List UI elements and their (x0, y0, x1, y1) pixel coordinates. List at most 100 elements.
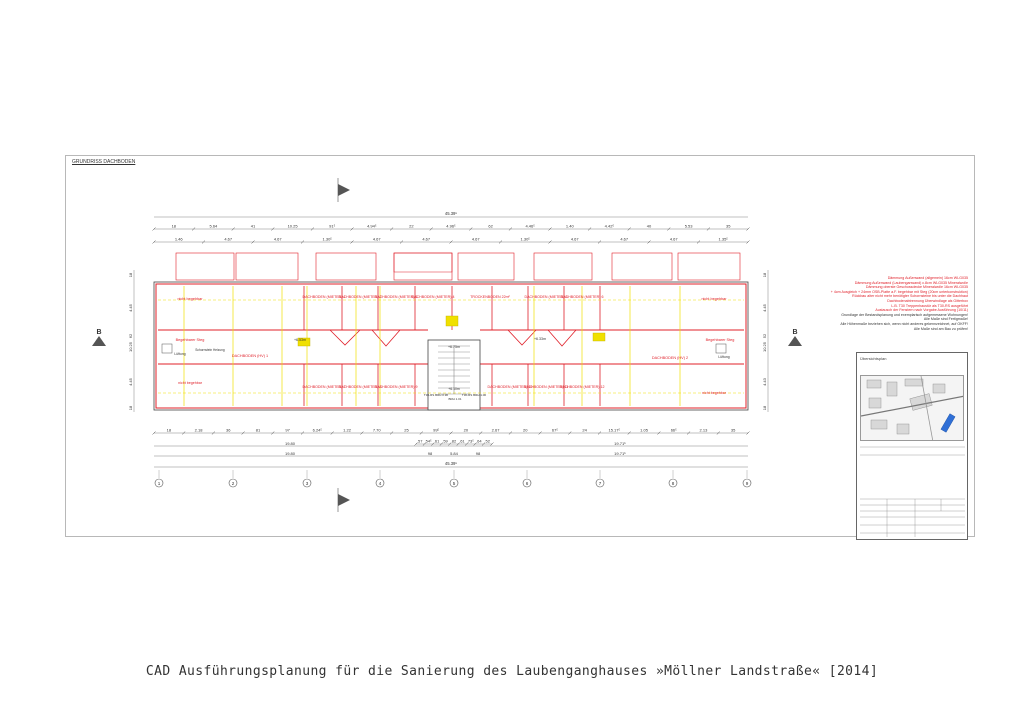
dimension-label: 4.67 (670, 237, 679, 242)
dimension-label: 1.22 (343, 428, 352, 433)
room-label: DACHBODEN (MIETER) 5 (525, 295, 568, 299)
dimension-label: 99⁵ (433, 428, 439, 433)
room-label: nicht begehbar (177, 297, 203, 301)
corridor-label: Begehbarer Steg (706, 338, 735, 342)
legend-note: Alle Höhenmaße beziehen sich, wenn nicht… (840, 321, 968, 326)
dimension-label: 4.46⁵ (525, 224, 535, 229)
dimension-label: 1.30⁵ (521, 237, 531, 242)
axis-bubble (302, 478, 312, 488)
dimension-label: 15.17⁵ (609, 428, 621, 433)
dimension-label: 40 (647, 224, 652, 229)
dimension-label: 24 (582, 428, 587, 433)
dimension-tick (627, 431, 631, 435)
room-label: DACHBODEN (MIETER) 8 (339, 385, 382, 389)
dimension-tick (439, 442, 444, 446)
room-label: DACHBODEN (MIETER) 6 (561, 295, 604, 299)
dimension-tick (508, 431, 513, 435)
location-map (860, 375, 964, 441)
total-length-label: 45.39⁵ (445, 211, 457, 216)
dimension-label: 1.46 (175, 237, 184, 242)
dimension-label: 98 (476, 451, 481, 456)
dimension-tick (473, 442, 477, 446)
hatch-opening (445, 315, 459, 327)
axis-bubble (449, 478, 459, 488)
corridor-label: Lüftung (174, 352, 185, 356)
dimension-label: 59 (443, 439, 448, 444)
legend-note: Alle Maße sind Fertigmaße! (923, 317, 968, 322)
legend-notes: Dämmung Außenwand (allgemein) 16cm WLG03… (820, 276, 968, 331)
view-arrow (338, 494, 350, 506)
room-label: nicht begehbar (178, 381, 203, 385)
dimension-label: 25 (404, 428, 409, 433)
roof-window (235, 252, 299, 281)
axis-bubble (375, 478, 385, 488)
dimension-label: 57 (418, 439, 423, 444)
door-label: BRH 1.01 (448, 397, 461, 401)
dimension-label: 19.80 (285, 451, 296, 456)
dimension-label: 64 (477, 439, 482, 444)
room-label: DACHBODEN (MIETER) 4 (412, 295, 455, 299)
dimension-tick (429, 227, 433, 231)
section-arrow (92, 336, 106, 346)
dimension-label: 4.45 (128, 303, 133, 312)
dimension-label: 36 (226, 428, 231, 433)
dimension-tick (498, 240, 503, 244)
dimension-tick (706, 227, 711, 231)
drawing-sheet: GRUNDRISS DACHBODEN (65, 155, 975, 537)
dimension-tick (597, 431, 602, 435)
dimension-tick (300, 431, 305, 435)
title-block-grid (860, 446, 965, 537)
dimension-label: 19.71⁵ (614, 451, 626, 456)
roof-window (457, 252, 515, 281)
dimension-tick (449, 240, 453, 244)
dimension-label: 67⁵ (552, 428, 558, 433)
dimension-label: 1.30⁵ (323, 237, 333, 242)
title-block: Übersichtsplan (856, 352, 968, 540)
dimension-label: 52 (486, 439, 491, 444)
dimension-label: 7.70 (373, 428, 382, 433)
dimension-tick (350, 227, 354, 231)
dimension-tick (152, 227, 156, 231)
dimension-label: 4.67 (373, 237, 382, 242)
axis-label: 9 (746, 481, 749, 486)
dimension-tick (490, 442, 494, 446)
dimension-label: 66⁵ (671, 428, 677, 433)
axis-label: 3 (306, 481, 309, 486)
legend-note: Dämmung Außenwand (allgemein) 16cm WLG03… (887, 276, 968, 280)
dimension-tick (399, 240, 404, 244)
room-label: DACHBODEN (MIETER) 2 (339, 295, 382, 299)
dimension-tick (211, 431, 216, 435)
room-label: DACHBODEN (MIETER) 3 (375, 295, 418, 299)
dimension-tick (300, 240, 305, 244)
dimension-label: 52 (762, 333, 767, 338)
dormer (393, 252, 453, 273)
room-label: TROCKENBODEN 22m² (470, 295, 510, 299)
dimension-label: 1.05 (640, 428, 649, 433)
ventilation-shaft (715, 343, 727, 354)
dimension-tick (152, 240, 156, 244)
roof-window (393, 252, 453, 281)
corridor-label: DACHBODEN (HV) 1 (232, 354, 268, 358)
axis-bubble (154, 478, 164, 488)
roof-windows (175, 252, 741, 281)
ventilation-shaft (161, 343, 173, 354)
dimension-label: 4.67 (571, 237, 580, 242)
dimension-tick (657, 431, 661, 435)
dimension-label: 4.96⁵ (446, 224, 456, 229)
dimension-tick (548, 240, 552, 244)
legend-note: Grundlage der Bestandsplanung und exempl… (841, 312, 968, 317)
partition-angle (507, 329, 577, 347)
dimension-label: 4.45 (762, 303, 767, 312)
room-label: nicht begehbar (701, 297, 727, 301)
section-arrow (788, 336, 802, 346)
caption: CAD Ausführungsplanung für die Sanierung… (145, 664, 879, 679)
dimension-label: 22 (409, 224, 414, 229)
dimension-tick (271, 431, 275, 435)
partition-angle (329, 329, 401, 347)
axis-label: 8 (672, 481, 675, 486)
dimension-tick (201, 240, 206, 244)
dimension-tick (389, 431, 394, 435)
dimension-label: 35 (726, 224, 731, 229)
